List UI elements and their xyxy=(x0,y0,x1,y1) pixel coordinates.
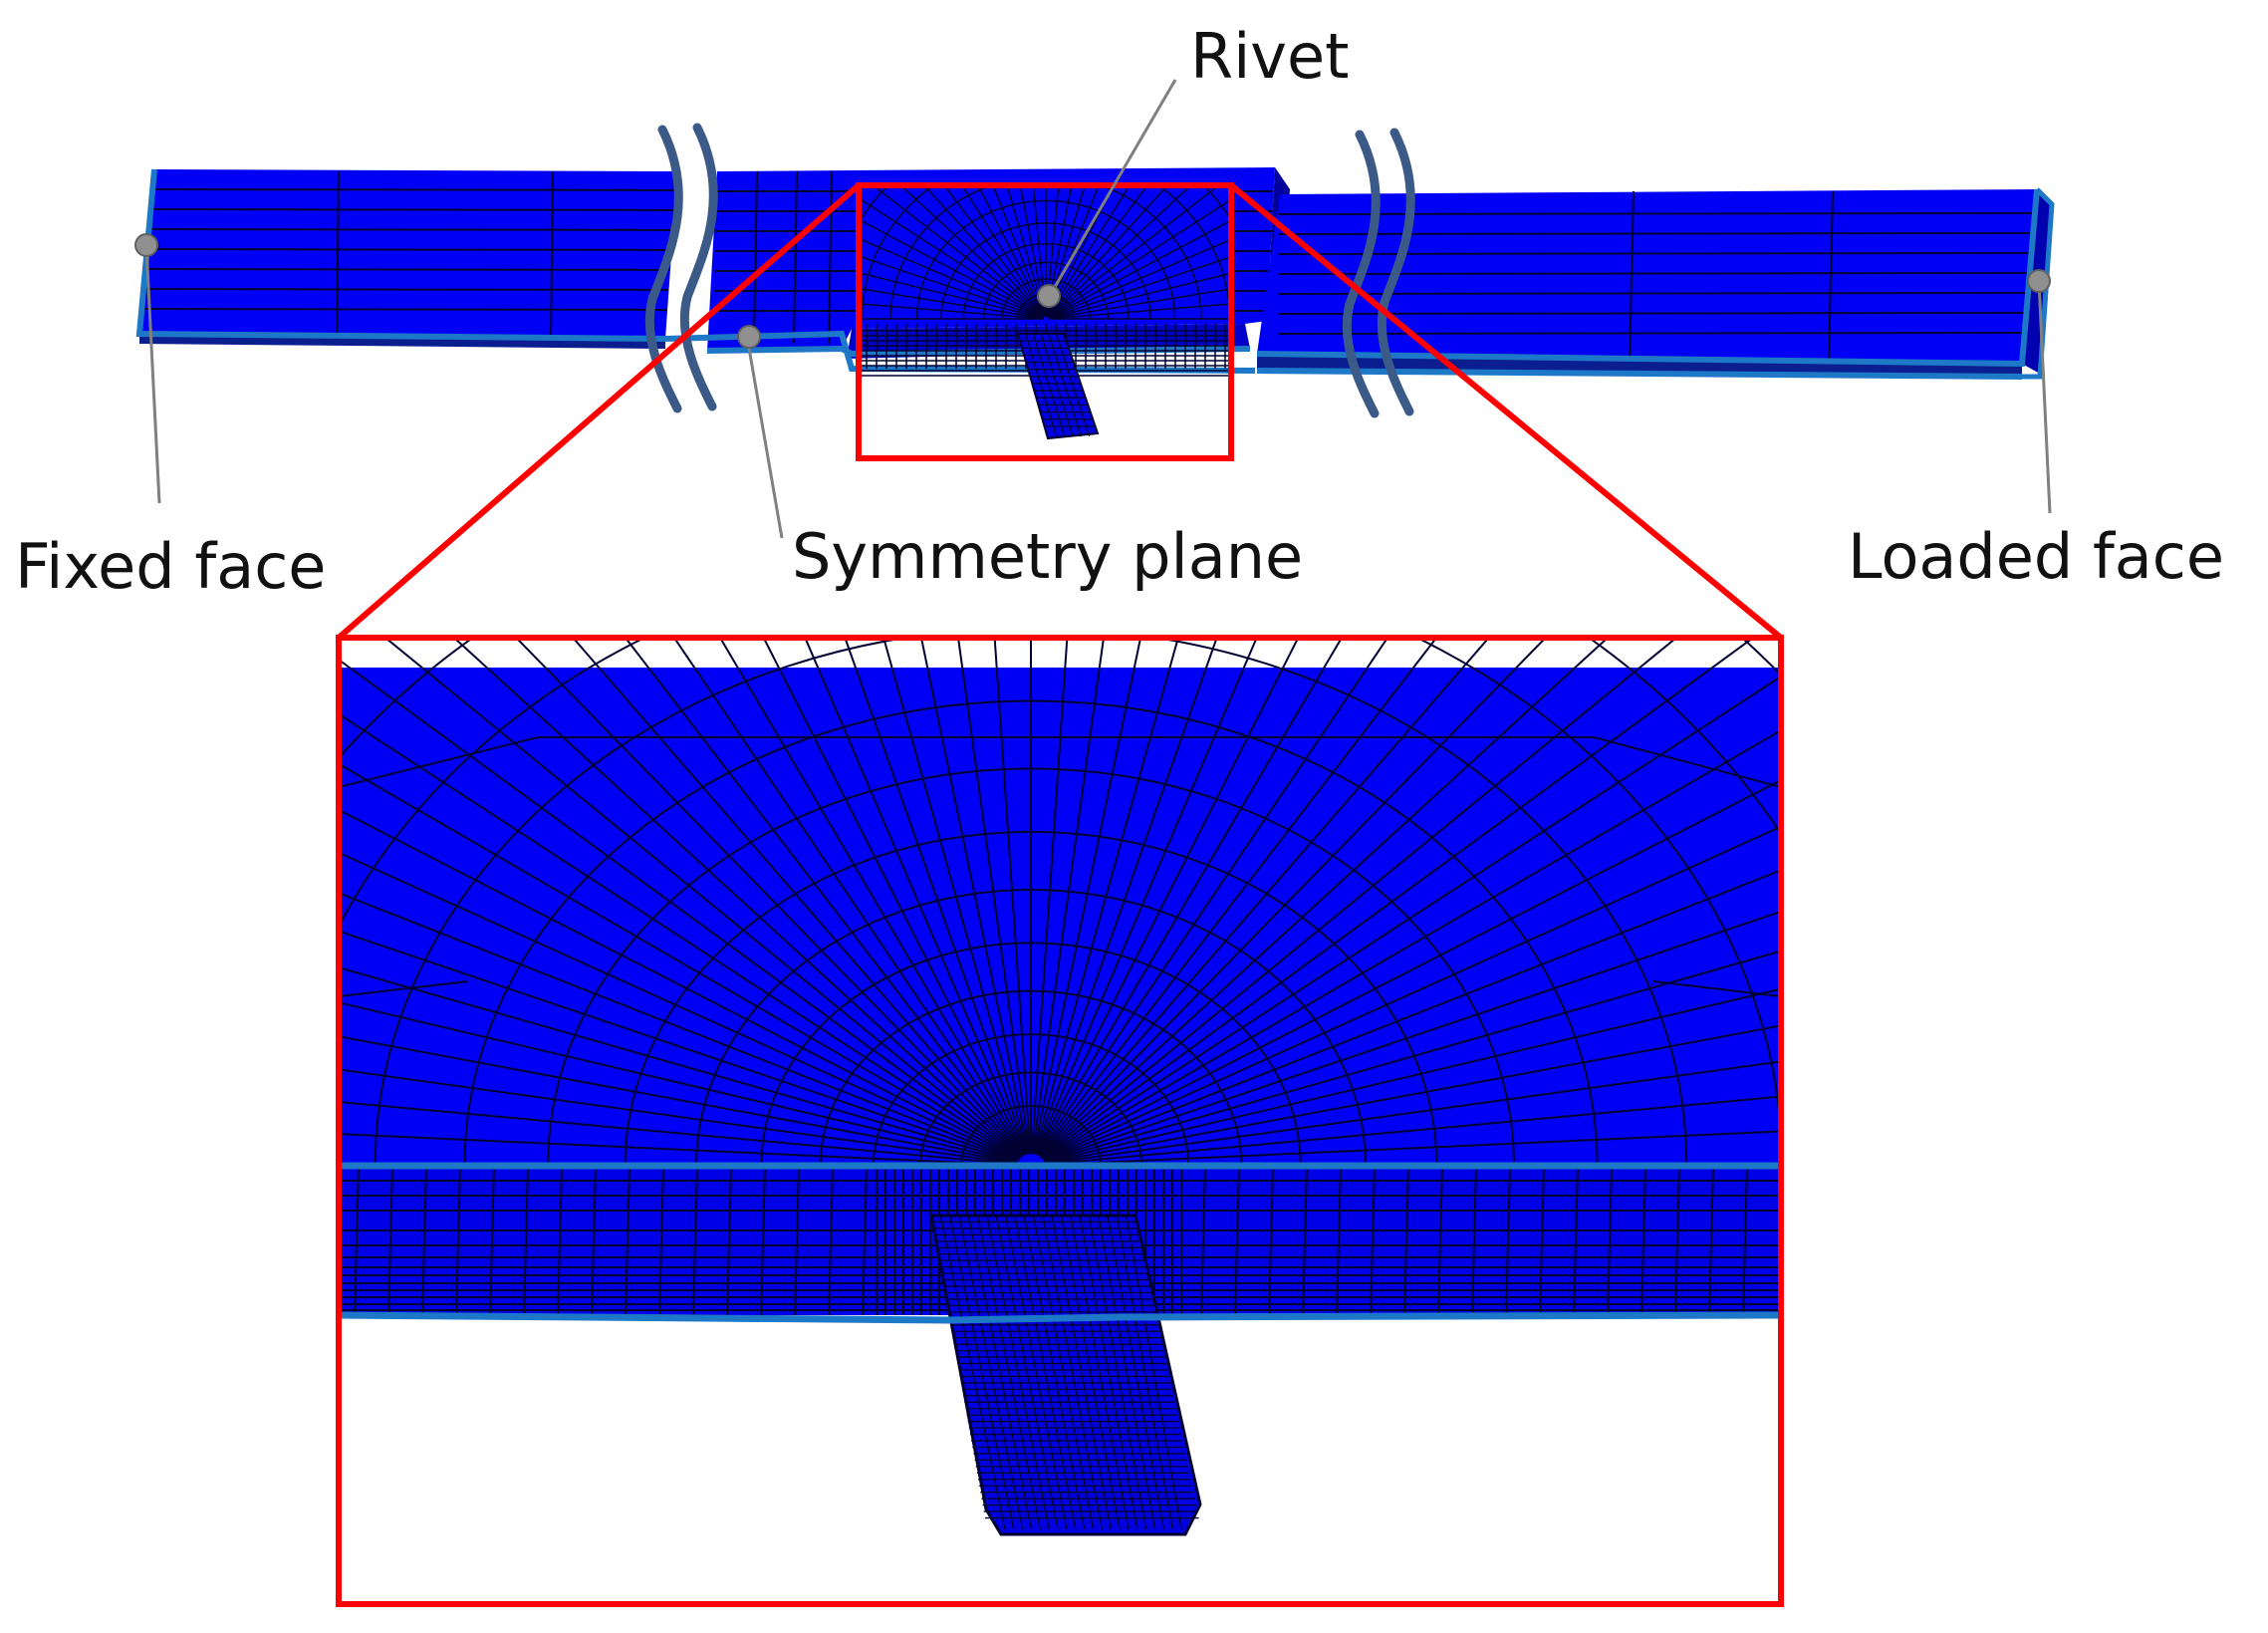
left-plate xyxy=(135,168,677,349)
leaders xyxy=(144,79,2052,539)
inset-frame xyxy=(336,635,1784,1607)
break-mark-right xyxy=(1342,128,1415,418)
zoom-connectors xyxy=(337,182,1783,641)
rivet-label: Rivet xyxy=(1190,20,1349,93)
rivet-marker xyxy=(1037,284,1061,308)
overview-model xyxy=(135,123,2055,461)
fixed-face-label: Fixed face xyxy=(15,530,326,603)
right-plate xyxy=(1256,187,2055,380)
symmetry-plane-marker xyxy=(737,325,761,349)
overview-fine-mesh xyxy=(859,185,1231,377)
break-mark-left xyxy=(644,123,718,413)
loaded-face-label: Loaded face xyxy=(1848,520,2224,593)
symmetry-plane-label: Symmetry plane xyxy=(792,520,1303,593)
markers xyxy=(134,233,2051,349)
fixed-face-marker xyxy=(134,233,158,257)
loaded-face-marker xyxy=(2027,269,2051,293)
overview-rivet-shank xyxy=(1016,333,1100,440)
highlight-box xyxy=(856,182,1234,461)
